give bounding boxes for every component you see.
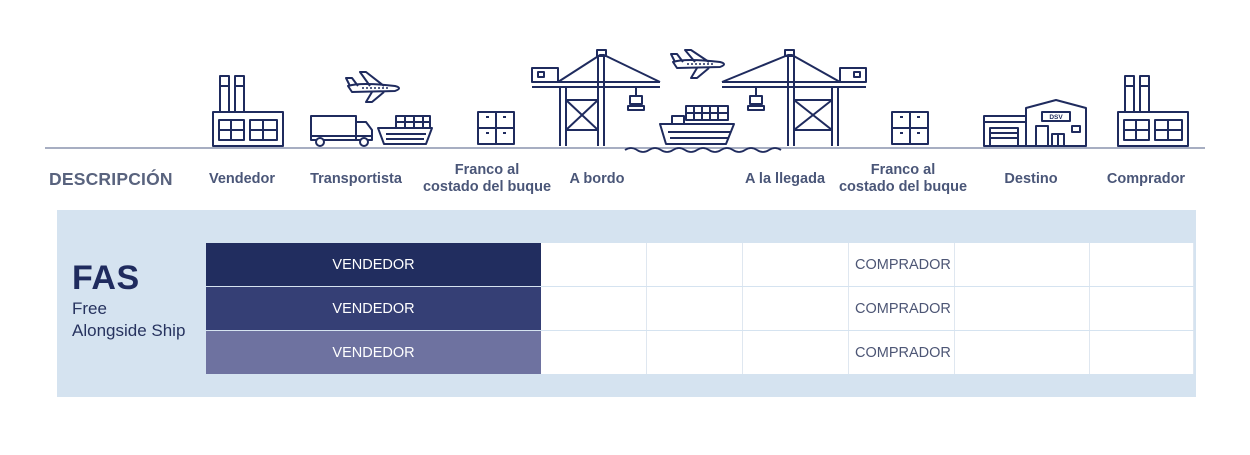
table-cell xyxy=(955,287,1090,330)
supply-chain-illustration: DSV xyxy=(45,49,1205,153)
column-header-transportista: Transportista xyxy=(310,170,402,187)
cargo-ship-icon xyxy=(377,115,433,145)
incoterm-label: FAS Free Alongside Ship xyxy=(72,258,185,342)
seller-responsibility-bar: VENDEDOR xyxy=(206,287,541,330)
table-cell xyxy=(647,331,743,374)
table-cell xyxy=(647,287,743,330)
warehouse-sign-text: DSV xyxy=(1049,114,1063,121)
column-header-fas-origin: Franco al costado del buque xyxy=(422,162,552,195)
column-header-vendedor: Vendedor xyxy=(208,170,276,187)
boxes-icon xyxy=(477,111,515,145)
table-cell xyxy=(955,331,1090,374)
airplane-icon xyxy=(670,49,725,79)
buyer-responsibility-label: COMPRADOR xyxy=(849,243,955,286)
factory-icon xyxy=(1117,75,1189,147)
responsibility-row: VENDEDOR COMPRADOR xyxy=(206,243,1194,286)
table-cell xyxy=(955,243,1090,286)
warehouse-icon xyxy=(983,99,1087,147)
column-header-destino: Destino xyxy=(1004,170,1058,187)
table-cell xyxy=(743,243,849,286)
table-cell xyxy=(541,331,647,374)
table-cell xyxy=(1090,331,1194,374)
responsibility-row: VENDEDOR COMPRADOR xyxy=(206,287,1194,330)
table-cell xyxy=(743,287,849,330)
table-cell xyxy=(1090,243,1194,286)
column-header-comprador: Comprador xyxy=(1106,170,1186,187)
incoterm-name-line1: Free xyxy=(72,299,107,318)
airplane-icon xyxy=(345,71,400,103)
container-ship-icon xyxy=(659,105,735,145)
table-cell xyxy=(541,243,647,286)
truck-icon xyxy=(310,115,373,147)
table-cell xyxy=(1090,287,1194,330)
table-cell xyxy=(541,287,647,330)
crane-icon xyxy=(721,49,867,146)
column-header-fas-destination: Franco al costado del buque xyxy=(838,162,968,195)
buyer-responsibility-label: COMPRADOR xyxy=(849,331,955,374)
column-header-a-bordo: A bordo xyxy=(569,170,625,187)
factory-icon xyxy=(212,75,284,147)
incoterm-name-line2: Alongside Ship xyxy=(72,321,186,340)
seller-responsibility-bar: VENDEDOR xyxy=(206,331,541,374)
buyer-responsibility-label: COMPRADOR xyxy=(849,287,955,330)
water-waves xyxy=(624,147,782,153)
incoterm-code: FAS xyxy=(72,259,140,297)
column-header-a-la-llegada: A la llegada xyxy=(744,170,826,187)
crane-icon xyxy=(531,49,661,146)
table-cell xyxy=(743,331,849,374)
seller-responsibility-bar: VENDEDOR xyxy=(206,243,541,286)
boxes-icon xyxy=(891,111,929,145)
responsibility-row: VENDEDOR COMPRADOR xyxy=(206,331,1194,374)
table-cell xyxy=(647,243,743,286)
description-label: DESCRIPCIÓN xyxy=(49,168,173,189)
